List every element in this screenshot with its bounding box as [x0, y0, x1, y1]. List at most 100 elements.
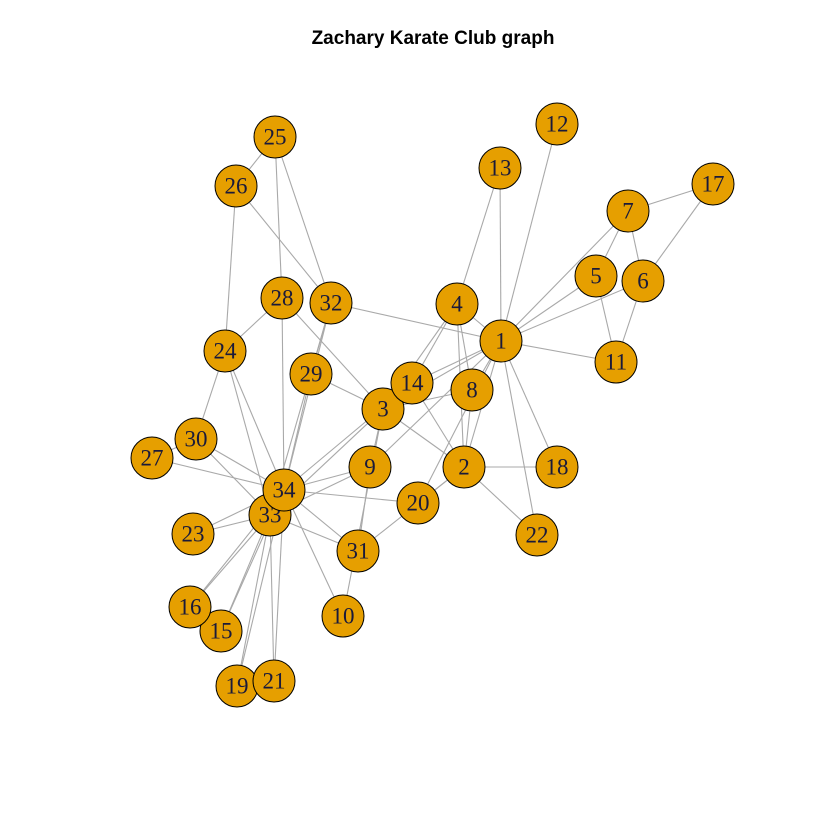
node-24: 24 — [203, 329, 247, 373]
edge-24-33 — [224, 350, 271, 516]
node-32: 32 — [309, 281, 353, 325]
edge-3-28 — [281, 297, 384, 410]
node-1: 1 — [479, 319, 523, 363]
edge-1-7 — [500, 210, 629, 342]
edge-27-34 — [151, 457, 285, 491]
node-circle — [214, 164, 258, 208]
node-4: 4 — [435, 282, 479, 326]
node-label: 23 — [182, 522, 205, 547]
node-17: 17 — [691, 162, 735, 206]
node-label: 28 — [271, 286, 294, 311]
node-label: 25 — [264, 125, 287, 150]
node-circle — [450, 368, 494, 412]
node-10: 10 — [321, 594, 365, 638]
node-14: 14 — [390, 361, 434, 405]
node-label: 19 — [226, 674, 249, 699]
node-5: 5 — [574, 254, 618, 298]
node-21: 21 — [252, 659, 296, 703]
node-label: 32 — [320, 291, 343, 316]
node-label: 31 — [347, 539, 370, 564]
node-label: 18 — [546, 455, 569, 480]
edge-26-32 — [235, 185, 332, 304]
node-label: 3 — [377, 397, 389, 422]
node-22: 22 — [515, 513, 559, 557]
node-26: 26 — [214, 164, 258, 208]
node-label: 20 — [407, 491, 430, 516]
edge-21-33 — [269, 514, 275, 682]
node-circle — [203, 329, 247, 373]
node-circle — [348, 445, 392, 489]
node-15: 15 — [199, 609, 243, 653]
node-label: 34 — [273, 478, 297, 503]
node-label: 29 — [300, 362, 323, 387]
node-circle — [515, 513, 559, 557]
node-label: 30 — [185, 427, 208, 452]
node-circle — [479, 319, 523, 363]
node-13: 13 — [478, 146, 522, 190]
node-circle — [594, 340, 638, 384]
node-label: 7 — [622, 199, 634, 224]
edge-10-34 — [283, 489, 344, 617]
node-20: 20 — [396, 481, 440, 525]
node-label: 16 — [179, 595, 202, 620]
node-circle — [289, 352, 333, 396]
node-circle — [262, 468, 306, 512]
node-circle — [396, 481, 440, 525]
edge-1-12 — [500, 123, 558, 342]
node-circle — [361, 387, 405, 431]
edge-28-34 — [281, 297, 285, 491]
node-label: 15 — [210, 619, 233, 644]
node-circle — [478, 146, 522, 190]
node-label: 6 — [637, 269, 649, 294]
node-31: 31 — [336, 529, 380, 573]
node-circle — [535, 445, 579, 489]
node-circle — [252, 659, 296, 703]
node-23: 23 — [171, 512, 215, 556]
edge-25-28 — [274, 136, 283, 299]
node-label: 21 — [263, 669, 286, 694]
node-circle — [435, 282, 479, 326]
node-label: 26 — [225, 174, 248, 199]
node-7: 7 — [606, 189, 650, 233]
node-circle — [130, 436, 174, 480]
node-circle — [621, 259, 665, 303]
node-30: 30 — [174, 417, 218, 461]
node-label: 8 — [466, 378, 478, 403]
edge-32-34 — [283, 302, 332, 491]
edge-4-13 — [456, 167, 501, 305]
node-circle — [535, 102, 579, 146]
edge-1-22 — [500, 340, 538, 536]
node-label: 22 — [526, 523, 549, 548]
node-label: 24 — [214, 339, 238, 364]
node-circle — [309, 281, 353, 325]
node-circle — [260, 276, 304, 320]
node-34: 34 — [262, 468, 306, 512]
node-9: 9 — [348, 445, 392, 489]
node-12: 12 — [535, 102, 579, 146]
node-19: 19 — [215, 664, 259, 708]
node-16: 16 — [168, 585, 212, 629]
node-label: 1 — [495, 329, 507, 354]
edge-1-18 — [500, 340, 558, 468]
node-circle — [174, 417, 218, 461]
node-label: 17 — [702, 172, 725, 197]
node-2: 2 — [442, 445, 486, 489]
node-label: 13 — [489, 156, 512, 181]
edge-1-20 — [417, 340, 502, 504]
chart-title: Zachary Karate Club graph — [311, 28, 555, 49]
node-label: 4 — [451, 292, 463, 317]
edge-19-33 — [236, 514, 271, 687]
edge-1-32 — [330, 302, 502, 342]
node-circle — [606, 189, 650, 233]
node-label: 14 — [401, 371, 425, 396]
node-28: 28 — [260, 276, 304, 320]
node-circle — [321, 594, 365, 638]
node-circle — [336, 529, 380, 573]
node-circle — [442, 445, 486, 489]
node-29: 29 — [289, 352, 333, 396]
node-6: 6 — [621, 259, 665, 303]
node-circle — [199, 609, 243, 653]
node-circle — [253, 115, 297, 159]
edge-20-34 — [283, 489, 419, 504]
